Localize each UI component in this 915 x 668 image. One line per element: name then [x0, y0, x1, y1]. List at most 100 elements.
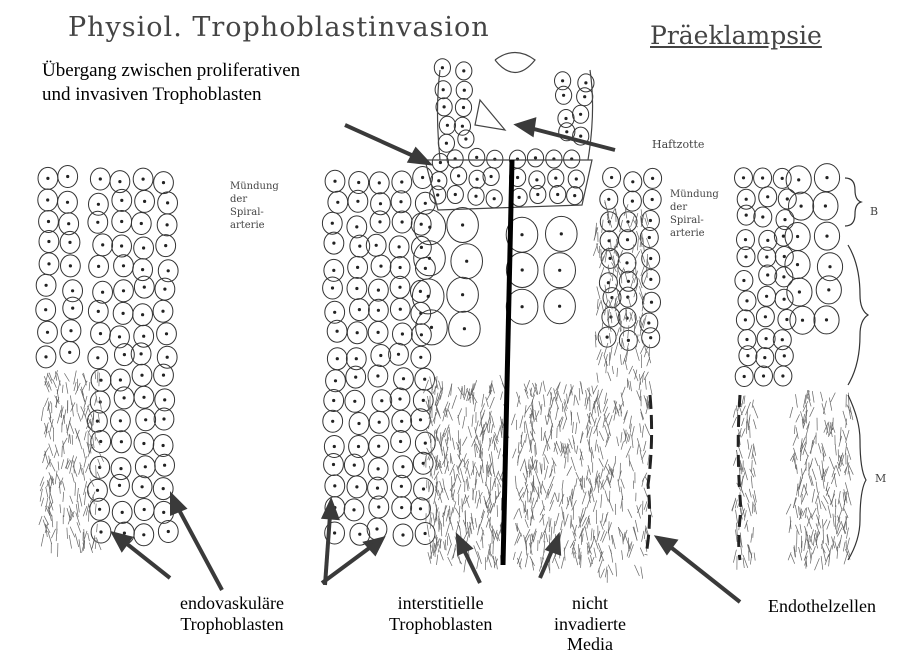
- fiber-stroke: [84, 396, 87, 409]
- cell-nucleus: [424, 532, 427, 535]
- fiber-stroke: [561, 521, 563, 531]
- cell-nucleus: [143, 508, 146, 511]
- fiber-stroke: [751, 476, 752, 489]
- fiber-stroke: [605, 567, 607, 578]
- cell-nucleus: [743, 375, 746, 378]
- cell-nucleus: [428, 257, 431, 260]
- cell-nucleus: [357, 422, 360, 425]
- fiber-stroke: [528, 459, 529, 469]
- fiber-stroke: [596, 416, 600, 427]
- fiber-stroke: [84, 481, 87, 495]
- cell-nucleus: [785, 318, 788, 321]
- fiber-stroke: [754, 504, 755, 512]
- cell-nucleus: [167, 530, 170, 533]
- fiber-stroke: [437, 555, 438, 565]
- cell-nucleus: [420, 333, 423, 336]
- fiber-stroke: [733, 458, 736, 466]
- label-line: invadierte: [554, 614, 626, 635]
- cell-nucleus: [122, 289, 125, 292]
- fiber-stroke: [525, 519, 528, 528]
- cell-nucleus: [162, 181, 165, 184]
- cell-nucleus: [781, 177, 784, 180]
- cell-nucleus: [68, 241, 71, 244]
- cell-nucleus: [584, 81, 587, 84]
- label-line: Spiral-: [670, 214, 719, 227]
- cell-nucleus: [46, 198, 49, 201]
- bracket-marks: [845, 178, 868, 560]
- cell-nucleus: [441, 66, 444, 69]
- fiber-stroke: [732, 499, 736, 510]
- cell-nucleus: [783, 255, 786, 258]
- label-layer-m: M: [875, 472, 886, 486]
- fiber-stroke: [640, 409, 643, 420]
- cell-nucleus: [120, 220, 123, 223]
- fiber-stroke: [79, 494, 82, 506]
- fiber-stroke: [481, 472, 483, 483]
- label-anchoring-villus: Haftzotte: [652, 138, 704, 152]
- fiber-stroke: [77, 488, 78, 502]
- fiber-stroke: [41, 534, 44, 547]
- fiber-stroke: [540, 506, 544, 515]
- fiber-stroke: [630, 424, 631, 433]
- cell-nucleus: [97, 265, 100, 268]
- fiber-stroke: [616, 563, 617, 577]
- fiber-stroke: [476, 541, 480, 550]
- cell-nucleus: [99, 530, 102, 533]
- fiber-stroke: [458, 415, 459, 425]
- fiber-stroke: [624, 412, 628, 424]
- cell-nucleus: [123, 532, 126, 535]
- fiber-stroke: [524, 422, 525, 433]
- fiber-stroke: [813, 546, 816, 554]
- cell-nucleus: [356, 331, 359, 334]
- fiber-stroke: [64, 409, 66, 418]
- fiber-stroke: [62, 385, 63, 393]
- fiber-stroke: [637, 231, 640, 239]
- fiber-stroke: [572, 485, 575, 499]
- cell-nucleus: [122, 312, 125, 315]
- fiber-stroke: [601, 569, 605, 579]
- label-line: arterie: [230, 219, 279, 232]
- cell-nucleus: [123, 396, 126, 399]
- fiber-stroke: [576, 478, 577, 486]
- cell-nucleus: [783, 354, 786, 357]
- fiber-stroke: [582, 492, 586, 505]
- fiber-stroke: [73, 457, 77, 468]
- fiber-stroke: [532, 507, 533, 519]
- cell-nucleus: [398, 286, 401, 289]
- cell-nucleus: [163, 464, 166, 467]
- cell-nucleus: [141, 485, 144, 488]
- fiber-stroke: [63, 441, 65, 454]
- label-endothelial-cells: Endothelzellen: [768, 596, 876, 617]
- fiber-stroke: [593, 385, 598, 394]
- fiber-stroke: [838, 508, 842, 520]
- cell-nucleus: [357, 445, 360, 448]
- fiber-stroke: [628, 509, 632, 518]
- cell-nucleus: [439, 161, 442, 164]
- fiber-stroke: [551, 527, 552, 541]
- cell-nucleus: [96, 356, 99, 359]
- fiber-stroke: [624, 269, 627, 281]
- cell-nucleus: [68, 351, 71, 354]
- fiber-stroke: [493, 466, 495, 477]
- fiber-stroke: [754, 468, 756, 477]
- fiber-stroke: [424, 380, 429, 393]
- cell-nucleus: [520, 233, 523, 236]
- fiber-stroke: [796, 394, 798, 407]
- cell-nucleus: [402, 377, 405, 380]
- cell-nucleus: [766, 273, 769, 276]
- label-line: der: [670, 201, 719, 214]
- cell-nucleus: [609, 257, 612, 260]
- fiber-stroke: [462, 386, 464, 398]
- fiber-stroke: [513, 552, 515, 560]
- fiber-stroke: [93, 413, 94, 425]
- cell-nucleus: [579, 135, 582, 138]
- cell-nucleus: [377, 505, 380, 508]
- fiber-stroke: [644, 273, 648, 284]
- cell-nucleus: [824, 204, 827, 207]
- label-line: interstitielle: [389, 593, 492, 614]
- cell-nucleus: [380, 399, 383, 402]
- fiber-stroke: [95, 396, 97, 405]
- fiber-stroke: [608, 372, 611, 381]
- label-line: nicht: [554, 593, 626, 614]
- label-transition-line1: Übergang zwischen proliferativen: [42, 60, 300, 82]
